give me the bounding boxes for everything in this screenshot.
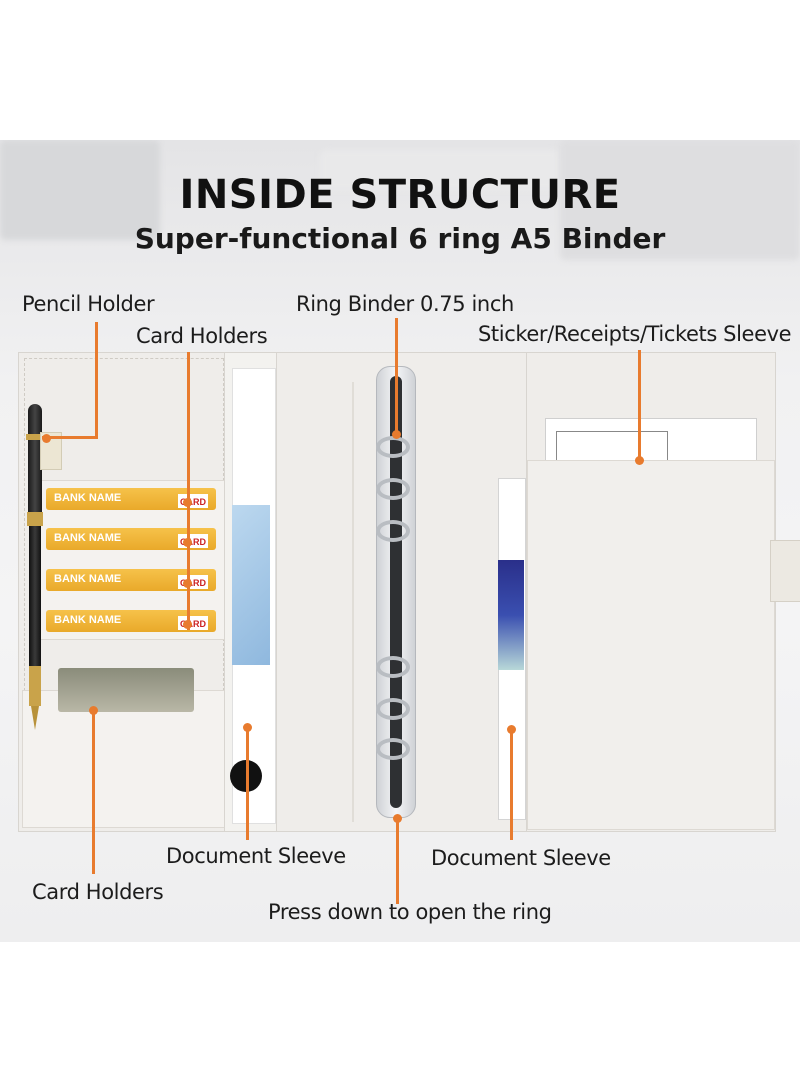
label-document-sleeve-left: Document Sleeve: [166, 844, 346, 868]
binder-ring: [376, 698, 410, 720]
leader-dot: [507, 725, 516, 734]
leader-line: [187, 352, 190, 630]
label-card-holders-top: Card Holders: [136, 324, 268, 348]
receipt-sheet: [545, 418, 757, 468]
binder-ring: [376, 656, 410, 678]
leader-dot: [635, 456, 644, 465]
background-blur: [320, 150, 560, 190]
leader-dot: [183, 538, 192, 547]
leader-dot: [89, 706, 98, 715]
pen: [26, 404, 44, 734]
leader-line: [638, 350, 641, 460]
card-bank-name: BANK NAME: [54, 614, 122, 626]
leader-line: [92, 712, 95, 874]
bank-card: BANK NAME CARD: [46, 610, 216, 632]
background-blur: [560, 140, 800, 260]
cash-pocket: [22, 690, 228, 828]
document-graphic: [498, 560, 524, 670]
page-title: INSIDE STRUCTURE: [179, 172, 621, 218]
binder-ring: [376, 738, 410, 760]
leader-line: [510, 730, 513, 840]
document-graphic: [232, 505, 270, 665]
page-subtitle: Super-functional 6 ring A5 Binder: [134, 222, 666, 255]
label-ring-binder: Ring Binder 0.75 inch: [296, 292, 514, 316]
leader-dot: [183, 620, 192, 629]
leader-dot: [183, 579, 192, 588]
label-card-holders-bottom: Card Holders: [32, 880, 164, 904]
leader-dot: [183, 498, 192, 507]
leader-line: [395, 318, 398, 436]
leader-dot: [393, 814, 402, 823]
leader-line: [246, 728, 249, 840]
leader-line: [42, 436, 98, 439]
sticker-sleeve-pocket: [527, 460, 775, 830]
leader-dot: [392, 430, 401, 439]
bank-card: BANK NAME CARD: [46, 488, 216, 510]
binder-ring: [376, 436, 410, 458]
label-pencil-holder: Pencil Holder: [22, 292, 155, 316]
binder-ring: [376, 478, 410, 500]
background-blur: [0, 140, 160, 240]
leader-line: [396, 820, 399, 904]
binder-ring: [376, 520, 410, 542]
card-bank-name: BANK NAME: [54, 492, 122, 504]
banknote-roll: [58, 668, 194, 712]
card-bank-name: BANK NAME: [54, 573, 122, 585]
leader-dot: [243, 723, 252, 732]
label-sticker-sleeve: Sticker/Receipts/Tickets Sleeve: [478, 322, 792, 346]
label-press-down: Press down to open the ring: [268, 900, 552, 924]
closure-strap: [770, 540, 800, 602]
card-bank-name: BANK NAME: [54, 532, 122, 544]
label-document-sleeve-right: Document Sleeve: [431, 846, 611, 870]
bank-card: BANK NAME CARD: [46, 528, 216, 550]
leader-line: [95, 322, 98, 438]
